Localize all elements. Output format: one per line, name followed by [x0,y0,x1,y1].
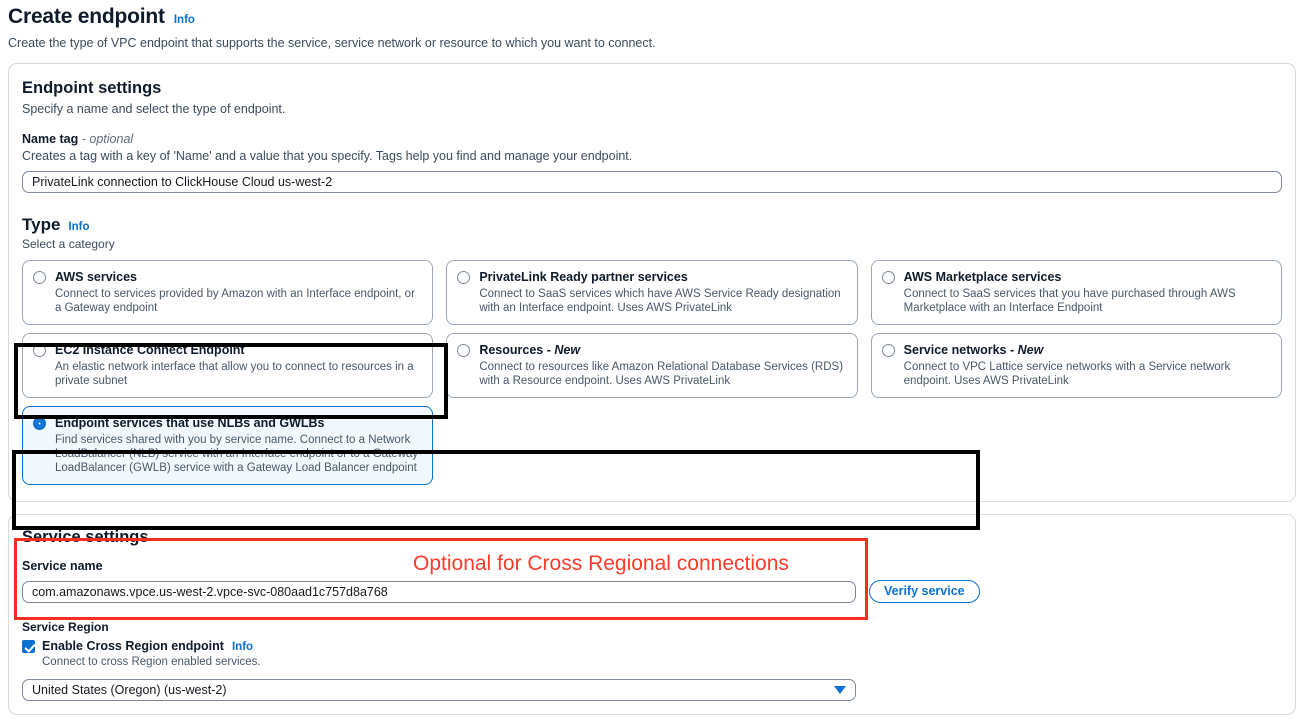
type-option-description: Connect to resources like Amazon Relatio… [479,361,844,387]
cross-region-annotation-text: Optional for Cross Regional connections [413,552,789,575]
endpoint-settings-subtitle: Specify a name and select the type of en… [22,102,286,116]
type-option-description: Connect to SaaS services which have AWS … [479,288,841,314]
type-option-aws-marketplace-services[interactable]: AWS Marketplace services Connect to SaaS… [870,260,1282,325]
name-tag-label-text: Name tag [22,132,79,146]
page-header: Create endpoint Info Create the type of … [0,0,1304,51]
page-subtitle: Create the type of VPC endpoint that sup… [8,36,656,50]
type-option-title: EC2 Instance Connect Endpoint [55,343,245,357]
type-header: Type Info [22,215,1282,235]
type-label: Type [22,215,61,234]
type-option-ec2-instance-connect-endpoint[interactable]: EC2 Instance Connect Endpoint An elastic… [22,333,434,398]
type-option-description: Connect to services provided by Amazon w… [55,288,415,314]
service-name-input[interactable]: com.amazonaws.vpce.us-west-2.vpce-svc-08… [22,580,856,603]
type-option-description: An elastic network interface that allow … [55,361,414,387]
type-option-description: Connect to VPC Lattice service networks … [903,361,1231,387]
enable-cross-region-label: Enable Cross Region endpoint [42,639,224,653]
radio-icon[interactable] [457,344,471,357]
page-title: Create endpoint [8,5,165,28]
type-options-grid: AWS services Connect to services provide… [22,260,1282,485]
type-option-title: Endpoint services that use NLBs and GWLB… [55,416,325,430]
name-tag-optional: - optional [81,132,134,146]
type-option-title: PrivateLink Ready partner services [479,270,688,284]
endpoint-settings-card: Endpoint settings Specify a name and sel… [8,63,1296,502]
service-settings-card: Service settings Service name com.amazon… [8,514,1296,715]
type-option-title: AWS Marketplace services [903,270,1062,284]
type-option-title: Resources - New [479,343,581,357]
radio-icon[interactable] [881,271,895,284]
verify-service-button[interactable]: Verify service [869,580,980,603]
service-name-label: Service name [22,559,103,573]
header-info-link[interactable]: Info [173,14,195,26]
name-tag-input[interactable]: PrivateLink connection to ClickHouse Clo… [22,171,1282,193]
cross-region-info-link[interactable]: Info [231,641,254,653]
service-settings-title: Service settings [22,528,149,546]
service-region-label: Service Region [22,620,109,634]
type-option-description: Connect to SaaS services that you have p… [903,288,1236,314]
enable-cross-region-checkbox[interactable] [22,640,35,653]
chevron-down-icon[interactable] [834,686,846,694]
type-description: Select a category [22,237,115,251]
name-tag-label: Name tag - optional [22,132,1282,146]
radio-icon[interactable] [457,271,471,284]
type-option-description: Find services shared with you by service… [55,434,419,474]
radio-icon-selected[interactable] [33,417,46,430]
type-option-privatelink-ready-partner-services[interactable]: PrivateLink Ready partner services Conne… [446,260,858,325]
type-option-resources[interactable]: Resources - New Connect to resources lik… [446,333,858,398]
type-option-service-networks[interactable]: Service networks - New Connect to VPC La… [870,333,1282,398]
type-option-title: Service networks - New [903,343,1044,357]
enable-cross-region-description: Connect to cross Region enabled services… [42,656,261,668]
type-option-aws-services[interactable]: AWS services Connect to services provide… [22,260,434,325]
type-option-title: AWS services [55,270,137,284]
endpoint-settings-title: Endpoint settings [22,79,162,97]
service-name-row: com.amazonaws.vpce.us-west-2.vpce-svc-08… [22,580,1282,603]
service-region-selected-value: United States (Oregon) (us-west-2) [32,683,227,697]
type-option-endpoint-services-nlb-gwlb[interactable]: Endpoint services that use NLBs and GWLB… [22,406,434,485]
enable-cross-region-row[interactable]: Enable Cross Region endpoint Info Connec… [22,639,1282,668]
type-info-link[interactable]: Info [68,221,90,233]
service-region-select[interactable]: United States (Oregon) (us-west-2) [22,679,856,701]
radio-icon[interactable] [33,271,46,284]
name-tag-description: Creates a tag with a key of 'Name' and a… [22,149,633,163]
radio-icon[interactable] [33,344,46,357]
radio-icon[interactable] [881,344,895,357]
